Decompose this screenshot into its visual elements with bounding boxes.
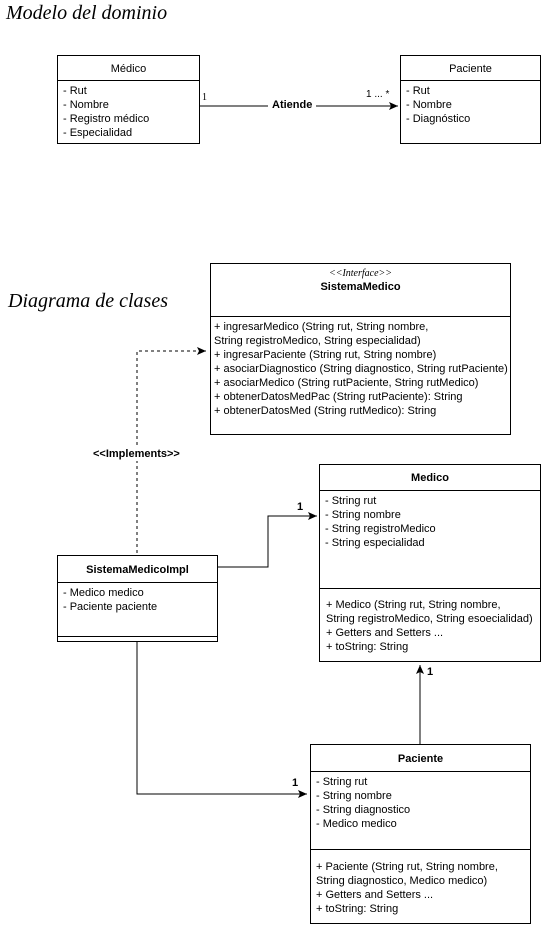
domain-paciente-name: Paciente [449,63,492,75]
attribute: - Nombre [406,99,452,111]
method: String registroMedico, String esoecialid… [326,613,533,625]
impl-methods-compartment [58,636,217,637]
attribute: - Especialidad [63,127,133,139]
medico-attributes: - String rut - String nombre - String re… [320,491,540,588]
sistemamedicoimpl-class: SistemaMedicoImpl - Medico medico - Paci… [57,555,218,642]
method: + ingresarPaciente (String rut, String n… [214,349,437,361]
interface-name: SistemaMedico [320,281,401,293]
method: + Medico (String rut, String nombre, [326,599,501,611]
implements-label: <<Implements>> [93,447,180,461]
method: + toString: String [326,641,409,653]
attribute: - String registroMedico [325,523,436,535]
method: + obtenerDatosMedPac (String rutPaciente… [214,391,463,403]
attribute: - Registro médico [63,113,150,125]
method: + Paciente (String rut, String nombre, [316,861,498,873]
implements-line [136,347,206,553]
paciente-class-name: Paciente [397,753,444,765]
paciente-methods: + Paciente (String rut, String nombre, S… [311,849,530,916]
paciente-medico-multiplicity: 1 [427,666,434,678]
interface-methods: + ingresarMedico (String rut, String nom… [211,317,510,418]
method: + asociarDiagnostico (String diagnostico… [214,363,508,375]
impl-class-name: SistemaMedicoImpl [86,564,189,576]
domain-model-title: Modelo del dominio [6,2,168,24]
method: String registroMedico, String especialid… [214,335,421,347]
attribute: - String especialidad [325,537,425,549]
medico-class: Medico - String rut - String nombre - St… [319,464,541,662]
attribute: - Rut [63,85,87,97]
attribute: - String nombre [325,509,401,521]
impl-paciente-multiplicity: 1 [292,777,299,789]
attribute: - Medico medico [316,818,397,830]
attribute: - String rut [325,495,377,507]
attribute: - Nombre [63,99,109,111]
attribute: - String rut [316,776,368,788]
method: + Getters and Setters ... [316,889,434,901]
attribute: - Rut [406,85,430,97]
association-source-multiplicity: 1 [202,92,207,103]
attribute: - Medico medico [63,587,144,599]
impl-paciente-line [136,641,307,798]
domain-medico-name: Médico [110,63,147,75]
method: + asociarMedico (String rutPaciente, Str… [214,377,479,389]
method: + obtenerDatosMed (String rutMedico): St… [214,405,437,417]
impl-attributes: - Medico medico - Paciente paciente [58,583,217,636]
attribute: - String diagnostico [316,804,411,816]
method: + Getters and Setters ... [326,627,444,639]
attribute: - Diagnóstico [406,113,471,125]
domain-medico-class: Médico - Rut - Nombre - Registro médico … [57,55,200,144]
domain-medico-attributes: - Rut - Nombre - Registro médico - Espec… [58,81,199,140]
impl-medico-multiplicity: 1 [297,501,304,513]
paciente-attributes: - String rut - String nombre - String di… [311,772,530,849]
association-target-multiplicity: 1 ... * [366,89,390,100]
impl-medico-line [217,512,317,568]
attribute: - Paciente paciente [63,601,158,613]
method: + ingresarMedico (String rut, String nom… [214,321,429,333]
interface-stereotype: <<Interface>> [328,268,393,279]
class-diagram-title: Diagrama de clases [8,290,168,312]
interface-sistemamedico-class: <<Interface>> SistemaMedico + ingresarMe… [210,263,511,435]
method: String diagnostico, Medico medico) [316,875,488,887]
method: + toString: String [316,903,399,915]
paciente-class: Paciente - String rut - String nombre - … [310,744,531,924]
medico-methods: + Medico (String rut, String nombre, Str… [320,588,540,654]
domain-paciente-class: Paciente - Rut - Nombre - Diagnóstico [400,55,541,144]
association-label: Atiende [268,99,317,111]
medico-class-name: Medico [411,472,449,484]
attribute: - String nombre [316,790,392,802]
domain-paciente-attributes: - Rut - Nombre - Diagnóstico [401,81,540,126]
